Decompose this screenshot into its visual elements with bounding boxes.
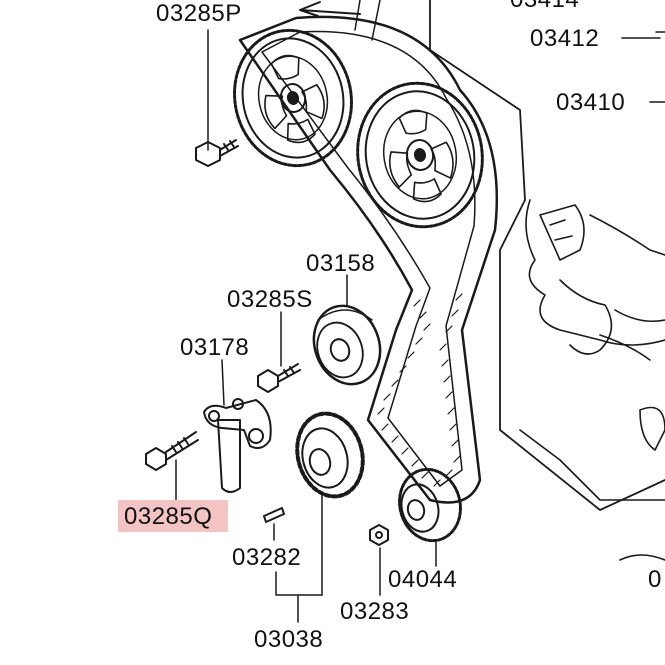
label-03285q[interactable]: 03285Q	[124, 503, 213, 530]
highlight-box	[118, 500, 228, 532]
timing-belt	[238, 15, 499, 504]
timing-belt-cover	[354, 0, 665, 511]
woodruff-key-03282	[263, 507, 323, 623]
label-03038[interactable]: 03038	[254, 626, 324, 653]
label-03285p[interactable]: 03285P	[156, 0, 242, 27]
label-03285s[interactable]: 03285S	[227, 286, 313, 313]
label-03410[interactable]: 03410	[556, 89, 626, 116]
crankshaft-sprocket	[295, 411, 365, 596]
bolt-03285p	[195, 29, 239, 167]
bolt-03285q	[145, 431, 199, 501]
label-03282[interactable]: 03282	[232, 544, 302, 571]
direction-arrow	[299, 1, 361, 17]
label-04044[interactable]: 04044	[388, 566, 458, 593]
nut-03283	[369, 524, 389, 596]
label-03412[interactable]: 03412	[530, 25, 600, 52]
camshaft-sprocket-right	[356, 81, 484, 229]
engine-block	[519, 199, 665, 561]
label-03414[interactable]: 03414	[510, 0, 579, 12]
label-03178[interactable]: 03178	[180, 334, 250, 361]
bolt-03285s	[257, 311, 301, 393]
leader-lines	[621, 31, 665, 103]
crank-pulley-04044	[398, 467, 462, 567]
label-edge-partial: 0	[648, 566, 662, 593]
tensioner-03178	[203, 359, 272, 493]
label-03283[interactable]: 03283	[340, 598, 410, 625]
label-03158[interactable]: 03158	[306, 250, 376, 277]
camshaft-sprocket-left	[233, 28, 353, 168]
idler-pulley-03158	[312, 274, 382, 386]
